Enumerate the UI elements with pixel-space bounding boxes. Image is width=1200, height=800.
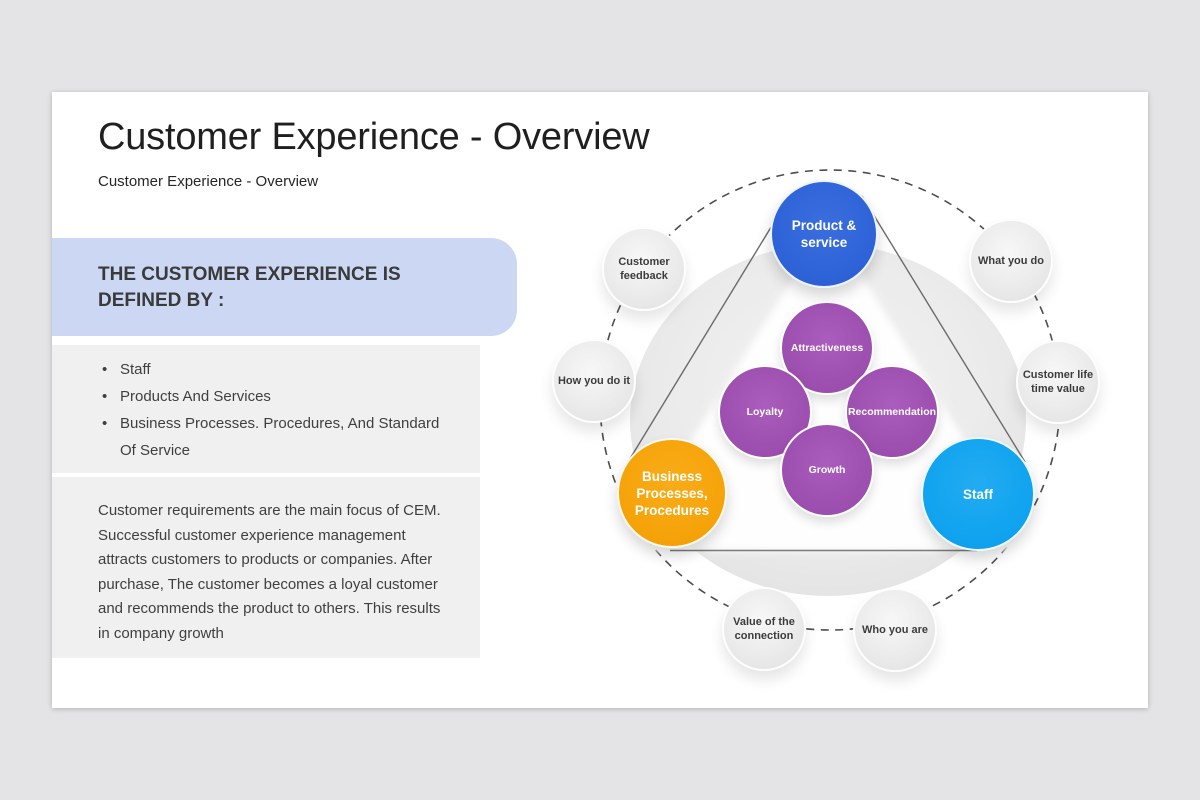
description-text: Customer requirements are the main focus… <box>98 502 441 642</box>
satellite-customer-life-time-value-label: Customer life time value <box>1022 368 1094 396</box>
node-growth: Growth <box>780 423 874 517</box>
satellite-value-of-the-connection: Value of the connection <box>722 587 806 671</box>
satellite-who-you-are: Who you are <box>853 588 937 672</box>
node-staff: Staff <box>921 437 1035 551</box>
node-business-processes-label: Business Processes, Procedures <box>634 468 710 518</box>
bullet-item-products: Products And Services <box>52 383 480 410</box>
satellite-who-you-are-label: Who you are <box>861 623 928 636</box>
triangle-right-side <box>861 195 1026 463</box>
node-growth-label: Growth <box>808 463 846 476</box>
node-staff-label: Staff <box>963 486 993 502</box>
node-product-service: Product & service <box>770 180 878 288</box>
bullet-list-panel: Staff Products And Services Business Pro… <box>52 345 480 473</box>
bullet-list: Staff Products And Services Business Pro… <box>52 356 480 464</box>
satellite-how-you-do-it: How you do it <box>552 339 636 423</box>
node-attractiveness-label: Attractiveness <box>790 341 864 354</box>
node-product-service-label: Product & service <box>791 218 857 250</box>
satellite-value-of-the-connection-label: Value of the connection <box>733 615 795 643</box>
satellite-what-you-do-label: What you do <box>978 254 1044 267</box>
bullet-item-staff: Staff <box>52 356 480 383</box>
definition-heading: THE CUSTOMER EXPERIENCE IS DEFINED BY : <box>98 264 401 311</box>
slide-title: Customer Experience - Overview <box>98 116 650 158</box>
satellite-how-you-do-it-label: How you do it <box>557 374 631 387</box>
description-panel: Customer requirements are the main focus… <box>52 477 480 658</box>
slide-subtitle: Customer Experience - Overview <box>98 173 319 190</box>
definition-box: THE CUSTOMER EXPERIENCE IS DEFINED BY : <box>52 238 517 336</box>
node-business-processes: Business Processes, Procedures <box>617 438 727 548</box>
satellite-customer-feedback: Customer feedback <box>602 227 686 311</box>
triangle-left-side <box>627 195 791 463</box>
satellite-customer-feedback-label: Customer feedback <box>618 255 670 283</box>
node-recommendation-label: Recommendation <box>847 405 937 418</box>
node-loyalty-label: Loyalty <box>746 405 784 418</box>
satellite-what-you-do: What you do <box>969 219 1053 303</box>
satellite-customer-life-time-value: Customer life time value <box>1016 340 1100 424</box>
bullet-item-processes: Business Processes. Procedures, And Stan… <box>52 410 480 464</box>
